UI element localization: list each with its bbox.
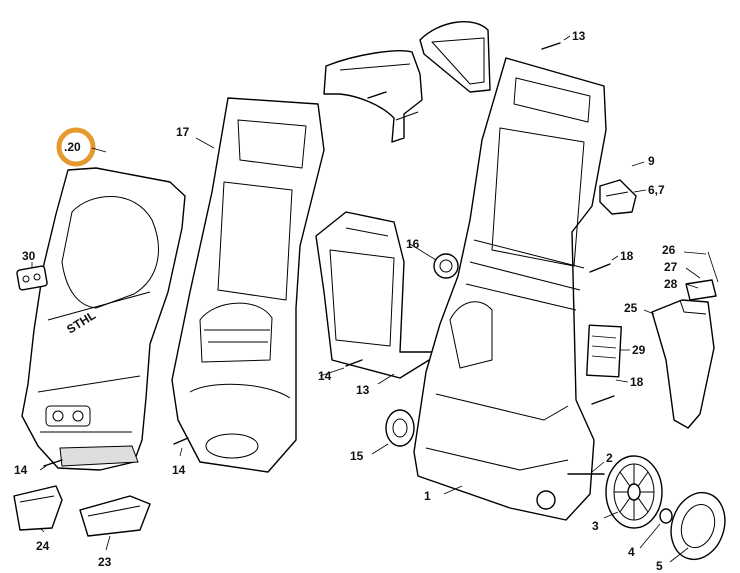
callout-17: 17 — [176, 125, 190, 139]
wheel-part-3[interactable] — [605, 455, 663, 529]
front-cover-part[interactable] — [21, 167, 186, 471]
hubcap-part-5[interactable] — [663, 486, 733, 567]
screw-18-lower[interactable] — [591, 395, 615, 405]
clip-part-24[interactable] — [13, 485, 63, 531]
reel-part-15[interactable] — [385, 409, 415, 447]
callout-14-cover: 14 — [14, 463, 28, 477]
callout-24: 24 — [36, 539, 50, 553]
screw-handle[interactable] — [367, 91, 387, 99]
tank-part-25[interactable] — [651, 299, 715, 429]
callout-23: 23 — [98, 555, 112, 569]
screw-14-cover[interactable] — [43, 459, 63, 467]
highlight-ring-20[interactable] — [56, 127, 96, 167]
knob-part-16[interactable] — [433, 253, 459, 279]
callout-6-7: 6,7 — [648, 183, 665, 197]
screw-13-top[interactable] — [541, 42, 561, 50]
callout-13-bracket: 13 — [356, 383, 370, 397]
screw-14-bracket[interactable] — [345, 359, 363, 367]
callout-2: 2 — [606, 451, 613, 465]
callout-3: 3 — [592, 519, 599, 533]
callout-15: 15 — [350, 449, 364, 463]
callout-30: 30 — [22, 249, 36, 263]
handle-cap-part[interactable] — [419, 21, 491, 93]
clip-part-9[interactable] — [599, 179, 637, 215]
callout-29: 29 — [632, 343, 646, 357]
screw-18-upper[interactable] — [589, 263, 611, 273]
main-body-part[interactable] — [413, 57, 607, 521]
callout-27: 27 — [664, 260, 678, 274]
screw-14-frame[interactable] — [173, 437, 189, 445]
callout-1: 1 — [424, 489, 431, 503]
callout-16: 16 — [406, 237, 420, 251]
callout-14-frame: 14 — [172, 463, 186, 477]
tank-cap-part[interactable] — [685, 251, 719, 301]
callout-4: 4 — [628, 545, 635, 559]
callout-18-upper: 18 — [620, 249, 634, 263]
callout-28: 28 — [664, 277, 678, 291]
clip-part-23[interactable] — [79, 495, 151, 537]
label-plate-29[interactable] — [586, 324, 622, 378]
callout-18-lower: 18 — [630, 375, 644, 389]
callout-9: 9 — [648, 154, 655, 168]
callout-20[interactable]: .20 — [64, 140, 81, 154]
callout-13-top: 13 — [572, 29, 586, 43]
callout-5: 5 — [656, 559, 663, 573]
leader-lines — [31, 35, 707, 563]
callout-14-bracket: 14 — [318, 369, 332, 383]
callout-25: 25 — [624, 301, 638, 315]
plate-part-30[interactable] — [16, 265, 48, 291]
callout-26: 26 — [662, 243, 676, 257]
housing-frame-part[interactable] — [171, 97, 325, 473]
washer-part-4[interactable] — [659, 508, 673, 524]
inner-bracket-part[interactable] — [315, 211, 443, 379]
